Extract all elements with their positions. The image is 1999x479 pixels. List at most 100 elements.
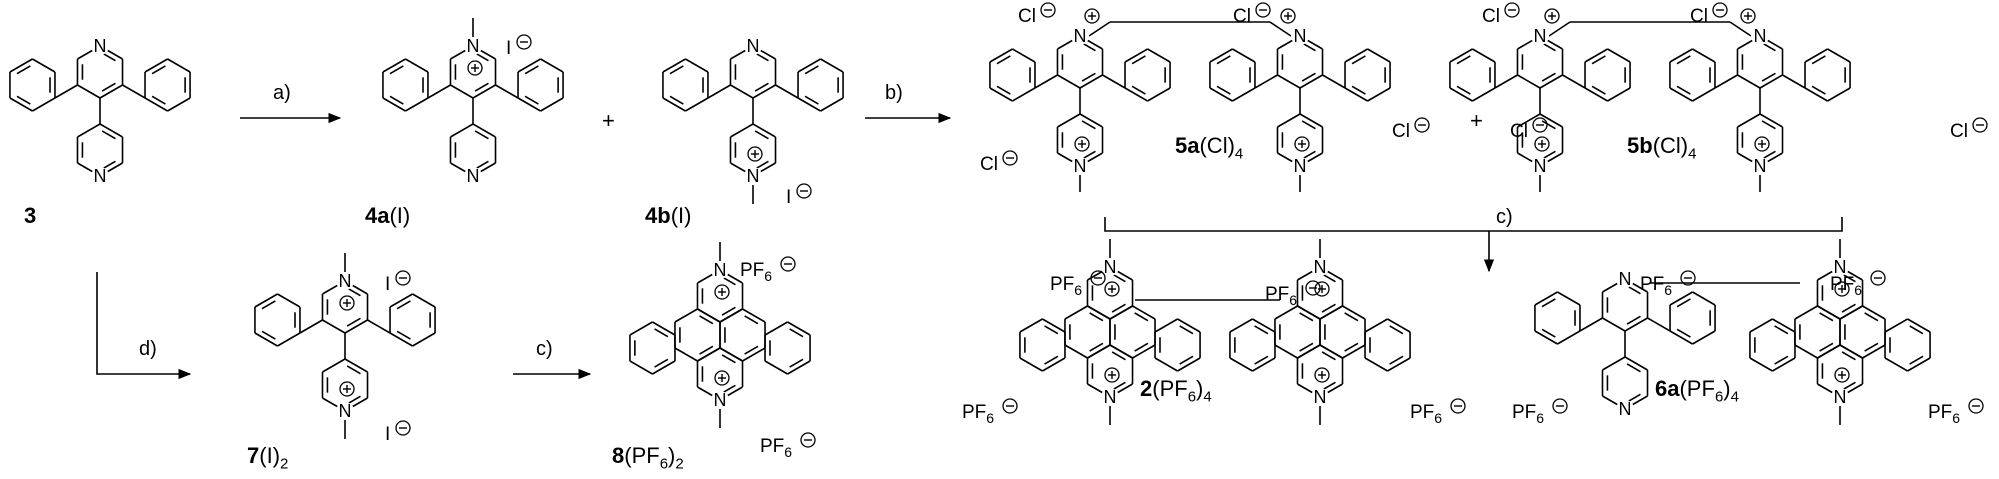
double-bond xyxy=(1541,328,1556,338)
double-bond xyxy=(396,330,411,340)
pyridine-ring xyxy=(1624,317,1648,332)
fused-ring xyxy=(1342,344,1366,359)
phenyl-ring xyxy=(1692,87,1716,102)
double-bond xyxy=(1216,55,1231,65)
atom-mask xyxy=(1616,400,1634,418)
svg-text:PF6: PF6 xyxy=(1410,402,1442,426)
double-bond xyxy=(1626,315,1641,325)
pyridyl-ring xyxy=(1517,113,1541,128)
pyridine-ring xyxy=(1737,74,1761,89)
pyridine-ring xyxy=(1277,74,1301,89)
benzo-ring xyxy=(652,360,676,375)
plus-sign-1: + xyxy=(602,108,615,133)
double-bond xyxy=(754,130,769,140)
bond-line xyxy=(1562,74,1586,89)
phenyl-ring xyxy=(1367,87,1391,102)
negative-charge-icon xyxy=(1712,2,1728,18)
double-bond xyxy=(1676,85,1691,95)
phenyl-ring xyxy=(1557,330,1581,345)
phenyl-ring xyxy=(1692,330,1716,345)
bond-line xyxy=(1782,74,1806,89)
double-bond xyxy=(101,130,116,140)
counter-ion-hexafluorophosphate: PF6 xyxy=(740,260,772,284)
double-bond xyxy=(1044,325,1059,335)
double-bond xyxy=(669,65,684,75)
double-bond xyxy=(261,330,276,340)
label-compound-3: 3 xyxy=(24,203,37,228)
phenyl-ring xyxy=(405,58,429,73)
atom-mask xyxy=(1071,157,1089,175)
positive-charge-icon xyxy=(714,370,730,386)
benzo-ring xyxy=(1229,357,1253,372)
double-bond xyxy=(1134,342,1149,352)
fused-ring xyxy=(674,308,698,323)
double-bond xyxy=(346,365,361,375)
phenyl-ring xyxy=(820,97,844,112)
condition-a: a) xyxy=(273,82,291,104)
negative-charge-icon xyxy=(1040,2,1056,18)
negative-charge-icon xyxy=(1305,280,1321,296)
fused-ring xyxy=(1817,305,1841,320)
svg-text:PF6: PF6 xyxy=(1830,274,1862,298)
pyridinium-ring xyxy=(1109,344,1133,359)
double-bond xyxy=(754,82,769,92)
fused-ring xyxy=(1064,344,1088,359)
double-bond xyxy=(754,160,769,170)
counter-ion-chloride: Cl xyxy=(980,154,998,175)
negative-charge-icon xyxy=(796,183,812,199)
positive-charge-icon xyxy=(1834,281,1850,297)
negative-charge-icon xyxy=(1972,117,1988,133)
svg-text:PF6: PF6 xyxy=(1512,402,1544,426)
bond-line xyxy=(1714,74,1738,89)
double-bond xyxy=(101,52,116,62)
bond-line xyxy=(1034,74,1058,89)
phenyl-ring xyxy=(389,332,413,347)
double-bond xyxy=(1761,150,1776,160)
propyl-bond xyxy=(1548,21,1571,37)
benzo-ring xyxy=(1019,357,1043,372)
benzo-ring xyxy=(1252,318,1276,333)
positive-charge-icon xyxy=(1074,136,1090,152)
phenyl-ring xyxy=(382,97,406,112)
benzo-ring xyxy=(1177,357,1201,372)
double-bond xyxy=(1301,72,1316,82)
propyl-bond xyxy=(1729,21,1752,37)
positive-charge-icon xyxy=(1104,367,1120,383)
phenyl-ring xyxy=(1534,291,1558,306)
svg-text:I: I xyxy=(506,38,511,59)
counter-ion-chloride: Cl xyxy=(1392,121,1410,142)
double-bond xyxy=(1909,355,1924,365)
double-bond xyxy=(669,95,684,105)
phenyl-ring xyxy=(1232,87,1256,102)
counter-ion-iodide: I xyxy=(506,38,511,59)
phenyl-ring xyxy=(1584,87,1608,102)
counter-ion-hexafluorophosphate: PF6 xyxy=(962,402,994,426)
atom-mask xyxy=(1616,270,1634,288)
benzo-ring xyxy=(1749,357,1773,372)
fused-ring xyxy=(1319,305,1343,320)
double-bond xyxy=(1676,55,1691,65)
phenyl-ring xyxy=(1534,330,1558,345)
svg-text:PF6: PF6 xyxy=(1928,402,1960,426)
double-bond xyxy=(654,328,669,338)
label-compound-4b: 4b(I) xyxy=(645,203,692,228)
double-bond xyxy=(1389,355,1404,365)
double-bond xyxy=(101,160,116,170)
double-bond xyxy=(804,65,819,75)
pyridine-ring xyxy=(344,319,368,334)
double-bond xyxy=(1111,381,1126,391)
double-bond xyxy=(1254,325,1269,335)
nitrogen-atom: N xyxy=(1104,387,1117,407)
fused-ring xyxy=(742,308,766,323)
negative-charge-icon xyxy=(800,432,816,448)
double-bond xyxy=(1811,85,1826,95)
benzo-ring xyxy=(1907,318,1931,333)
atom-mask xyxy=(711,261,729,279)
phenyl-ring xyxy=(389,293,413,308)
positive-charge-icon xyxy=(1834,367,1850,383)
phenyl-ring xyxy=(277,332,301,347)
atom-mask xyxy=(1531,157,1549,175)
pyridine-ring xyxy=(99,84,123,99)
negative-charge-icon xyxy=(1532,117,1548,133)
phenyl-ring xyxy=(1472,48,1496,63)
